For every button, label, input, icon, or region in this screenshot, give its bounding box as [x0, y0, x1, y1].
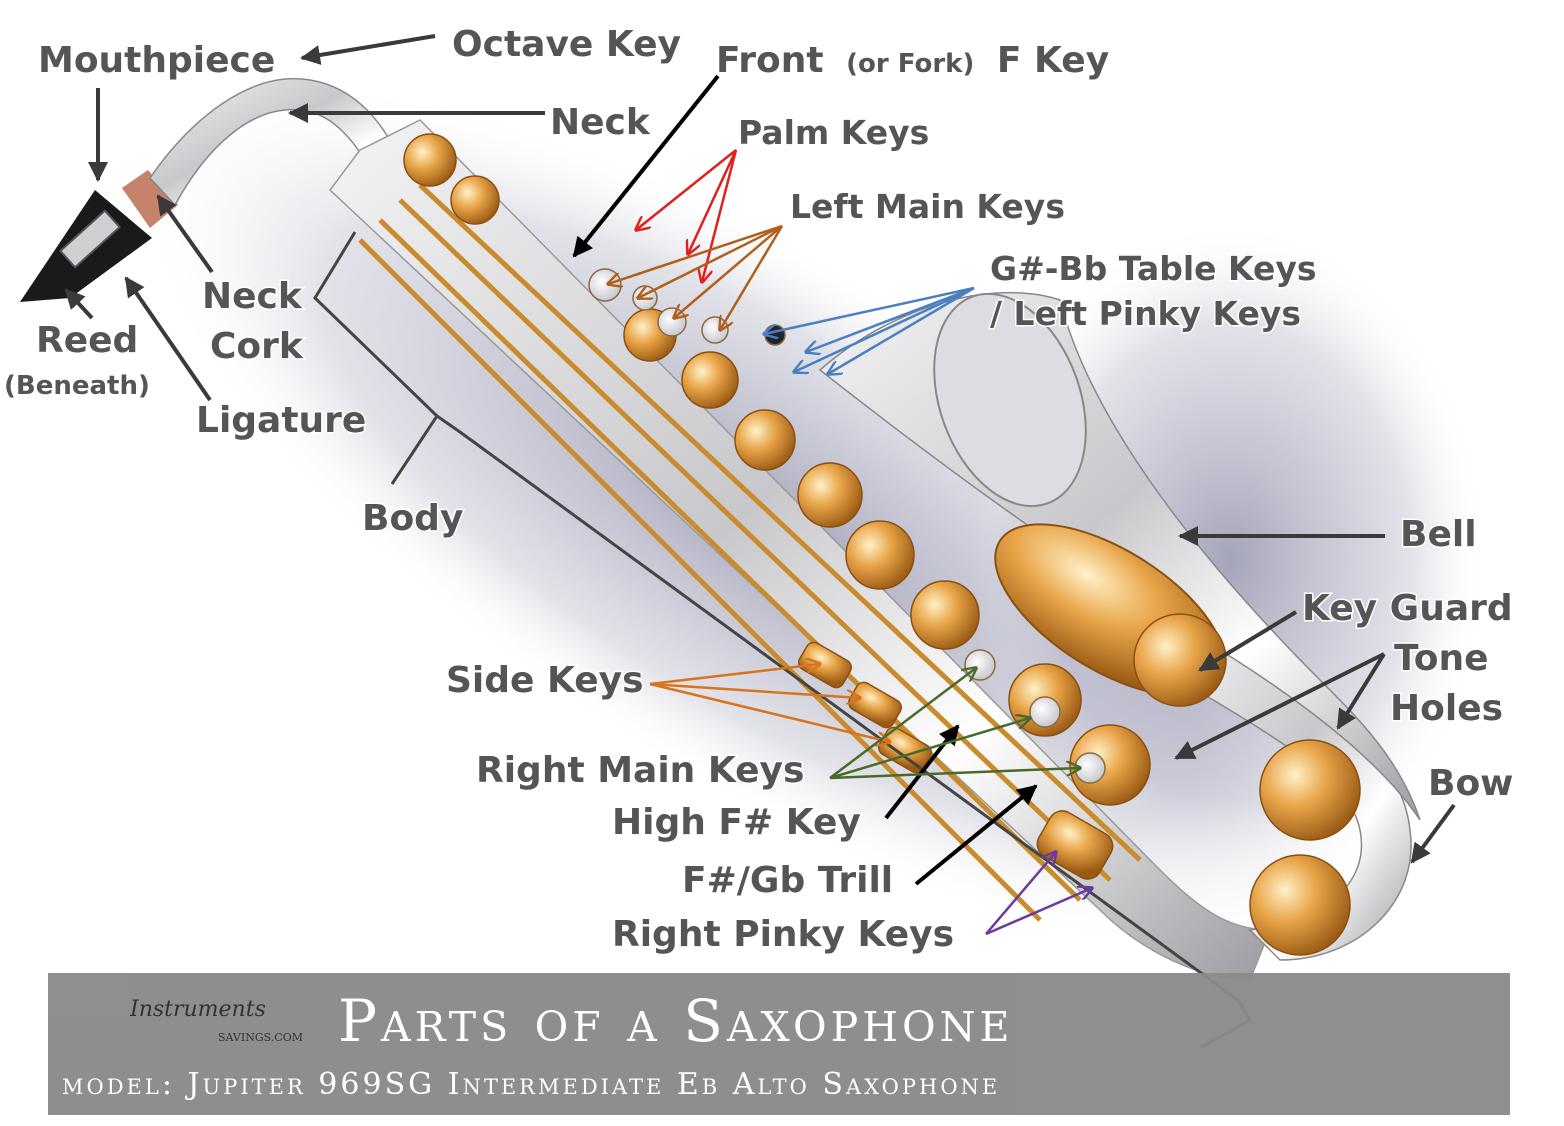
label-body: Body: [362, 498, 463, 539]
label-neck-cork-line2: Cork: [210, 326, 304, 367]
reed-arrow: [64, 288, 94, 320]
label-tone-holes-line1: Tone: [1394, 638, 1489, 679]
label-key-guard: Key Guard: [1302, 588, 1513, 629]
octave-key-arrow: [300, 34, 436, 65]
label-reed-note: (Beneath): [4, 371, 150, 401]
label-reed: Reed: [36, 320, 138, 361]
saxophone-illustration: [20, 78, 1421, 981]
label-right-main-keys: Right Main Keys: [476, 750, 804, 791]
logo-url: SAVINGS.COM: [218, 1031, 303, 1044]
label-ligature: Ligature: [196, 400, 366, 441]
bow-arrow: [1410, 803, 1456, 864]
side-keys-arrows: [649, 664, 890, 742]
banner-title: Parts of a Saxophone: [338, 987, 1014, 1055]
part-labels: Mouthpiece Octave Key Front (or Fork) F …: [3, 23, 1515, 957]
label-bow: Bow: [1428, 763, 1513, 804]
palm-keys-arrows: [636, 149, 738, 282]
tone-holes-arrow-1: [1174, 652, 1385, 760]
label-fsharp-trill: F#/Gb Trill: [682, 860, 893, 901]
logo-script: Instruments: [130, 997, 266, 1022]
label-table-keys-line1: G#-Bb Table Keys: [990, 249, 1317, 288]
front-f-key-arrow: [572, 74, 720, 258]
key-guard-arrow: [1198, 610, 1298, 672]
label-neck-cork-line1: Neck: [202, 276, 303, 317]
instrument-savings-logo: Instruments SAVINGS.COM: [130, 987, 320, 1065]
right-pinky-arrows: [985, 852, 1092, 936]
fsharp-trill-arrow: [914, 784, 1038, 886]
label-front-f-key-main: Front: [716, 40, 824, 81]
label-front-f-key-paren: (or Fork): [846, 49, 974, 79]
gray-arrows: [64, 34, 1456, 864]
label-right-pinky-keys: Right Pinky Keys: [612, 914, 954, 955]
label-mouthpiece: Mouthpiece: [38, 40, 275, 81]
label-bell: Bell: [1400, 514, 1477, 555]
label-side-keys: Side Keys: [446, 660, 644, 701]
neck-cork-arrow: [156, 194, 214, 274]
banner-subtitle: model: Jupiter 969SG Intermediate Eb Alt…: [62, 1067, 1001, 1102]
label-table-keys-line2: / Left Pinky Keys: [990, 294, 1301, 333]
label-left-main-keys: Left Main Keys: [790, 187, 1065, 226]
label-tone-holes-line2: Holes: [1390, 688, 1503, 729]
high-fsharp-key-arrow: [884, 724, 960, 820]
tone-holes-arrow-2: [1336, 652, 1386, 730]
label-octave-key: Octave Key: [452, 24, 681, 65]
ligature-arrow: [124, 276, 212, 402]
ligature-shape: [58, 209, 122, 269]
bell-opening: [933, 292, 1087, 508]
label-palm-keys: Palm Keys: [738, 113, 929, 152]
left-main-keys-arrows: [608, 224, 784, 330]
title-banner: Instruments SAVINGS.COM Parts of a Saxop…: [48, 973, 1510, 1115]
label-neck: Neck: [550, 102, 651, 143]
label-high-fsharp-key: High F# Key: [612, 802, 861, 843]
table-keys-arrows: [764, 286, 975, 374]
label-front-f-key: Front (or Fork) F Key: [716, 40, 1109, 81]
black-arrows: [572, 74, 1038, 886]
label-front-f-key-end: F Key: [997, 40, 1109, 81]
right-main-keys-arrows: [829, 668, 1080, 780]
key-rods: [358, 183, 1142, 922]
